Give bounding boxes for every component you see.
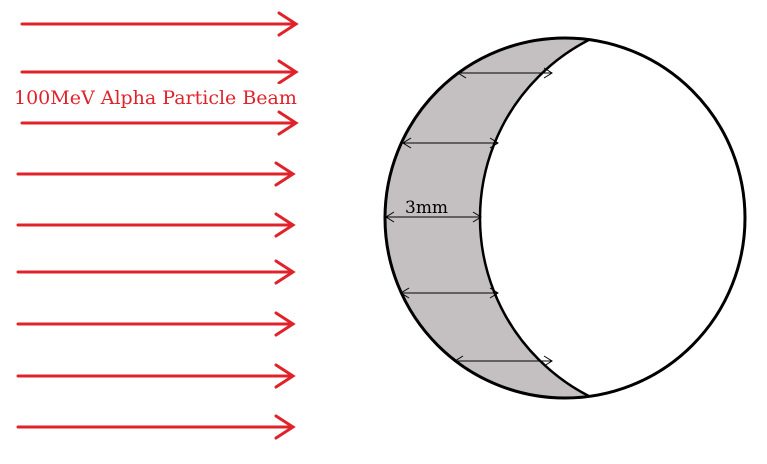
beam-arrow xyxy=(16,311,296,337)
thickness-arrow xyxy=(385,211,482,223)
beam-arrow xyxy=(20,59,299,85)
beam-arrow xyxy=(16,414,296,440)
thickness-label: 3mm xyxy=(405,198,448,218)
thickness-arrow xyxy=(402,137,499,149)
beam-arrow xyxy=(16,259,296,285)
beam-arrow xyxy=(16,363,296,389)
beam-arrow xyxy=(20,11,299,37)
target-inner-disc xyxy=(480,38,745,398)
thickness-arrow xyxy=(400,287,499,299)
thickness-arrow xyxy=(457,67,553,79)
target-outline xyxy=(383,36,747,400)
thickness-arrow xyxy=(454,355,553,367)
beam-arrow xyxy=(20,110,299,136)
beam-label-backing xyxy=(12,84,296,110)
beam-arrow xyxy=(16,212,296,238)
beam-arrow xyxy=(16,161,296,187)
beam-arrows xyxy=(16,11,299,440)
beam-label: 100MeV Alpha Particle Beam xyxy=(14,87,297,109)
target xyxy=(383,36,747,400)
thickness-arrows xyxy=(385,67,553,367)
